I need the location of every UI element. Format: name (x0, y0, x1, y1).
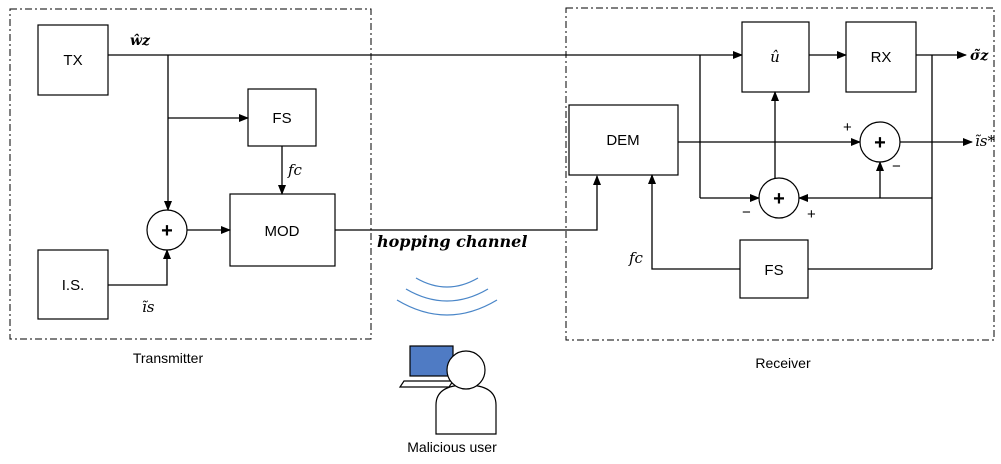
dem-block: DEM (568, 104, 679, 176)
bottom-summer-minus-sign: − (742, 204, 751, 221)
svg-text:MOD: MOD (265, 223, 300, 240)
receiver-frame (565, 7, 995, 341)
malicious-user-caption: Malicious user (407, 439, 497, 455)
rx-summer-bottom: + (758, 177, 800, 219)
tx-summer: + (146, 209, 188, 251)
hopping-channel-line (335, 175, 601, 231)
wireless-signal-icon (396, 277, 498, 316)
svg-text:FS: FS (764, 262, 783, 279)
tx-fc-label: fc (287, 161, 303, 179)
svg-text:+: + (874, 132, 886, 154)
receiver-caption: Receiver (755, 355, 811, 371)
tx-fs-block: FS (247, 88, 317, 147)
transmitter-frame (9, 8, 372, 340)
svg-text:RX: RX (871, 49, 892, 66)
mod-block: MOD (229, 193, 336, 267)
transmitter-caption: Transmitter (133, 350, 204, 366)
rx-summer-top: + (859, 121, 901, 163)
svg-text:FS: FS (272, 110, 291, 127)
rx-fc-label: fc (628, 249, 644, 267)
fs-to-dem (648, 174, 740, 270)
top-summer-plus-sign: + (843, 119, 852, 136)
tx-block: TX (37, 24, 109, 96)
i-s-star-label: ĩs* (975, 132, 995, 150)
bottom-summer-plus-sign: + (807, 206, 816, 223)
svg-text:I.S.: I.S. (62, 277, 85, 294)
i-s-label: ĩs (142, 298, 155, 316)
malicious-user-icon (398, 345, 497, 435)
top-summer-minus-sign: − (892, 158, 901, 175)
sigma-z-label: σ̃z (970, 47, 989, 64)
hopping-channel-label: hopping channel (377, 232, 527, 251)
is-block: I.S. (37, 249, 109, 320)
w-z-label: ŵz (130, 33, 151, 49)
svg-text:TX: TX (63, 52, 82, 69)
svg-text:+: + (161, 220, 173, 242)
is-to-summer (108, 249, 171, 286)
svg-text:+: + (773, 188, 785, 210)
u-hat-block: û (741, 21, 810, 93)
svg-text:DEM: DEM (606, 132, 639, 149)
rx-fs-block: FS (739, 239, 809, 299)
svg-text:û: û (770, 48, 780, 66)
rx-block: RX (845, 21, 917, 93)
